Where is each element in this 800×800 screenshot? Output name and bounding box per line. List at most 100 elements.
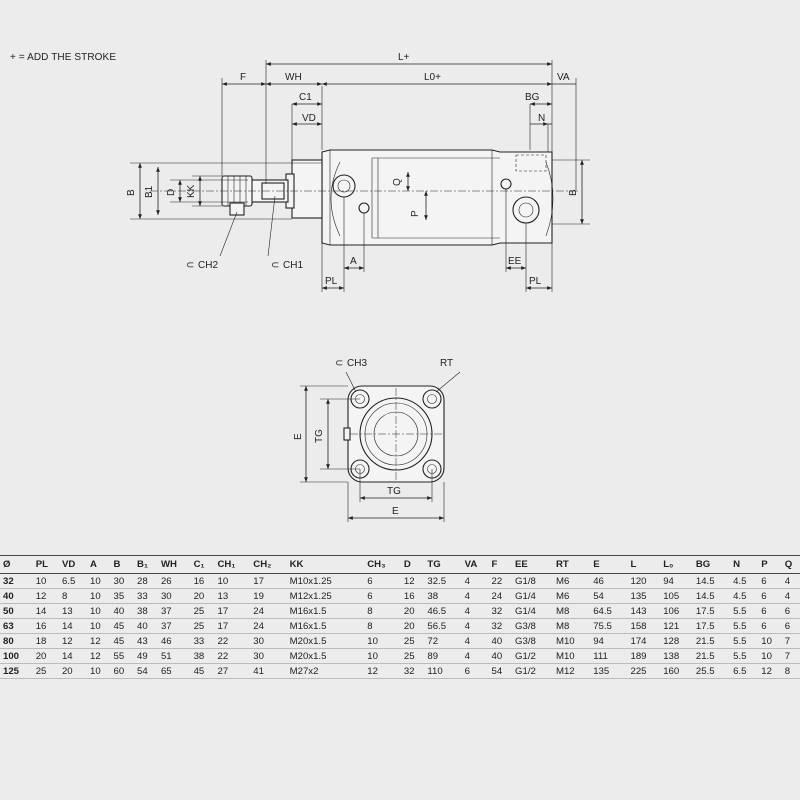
table-cell: 14 — [58, 648, 88, 664]
table-cell: 14.5 — [692, 588, 731, 604]
column-header: N — [730, 555, 759, 574]
table-cell: 12 — [58, 633, 88, 649]
label-TG-left: TG — [314, 429, 325, 443]
table-cell: 128 — [660, 633, 693, 649]
table-cell: 6 — [781, 603, 800, 619]
port-rear — [512, 196, 540, 224]
table-cell: 8 — [58, 588, 88, 604]
table-cell: 4 — [781, 588, 800, 604]
table-cell: M6 — [552, 588, 591, 604]
label-A: A — [350, 256, 357, 267]
table-cell: 46 — [157, 633, 191, 649]
column-header: CH₃ — [364, 555, 401, 574]
table-cell: 14 — [32, 603, 59, 619]
label-Q: Q — [392, 178, 403, 186]
column-header: L₀ — [660, 555, 693, 574]
label-KK: KK — [186, 184, 197, 198]
column-header: Ø — [0, 555, 33, 574]
table-cell: 40 — [488, 633, 513, 649]
table-cell: 27 — [214, 663, 251, 679]
table-cell: 45 — [190, 663, 215, 679]
wrench-icon: ⊂ — [271, 260, 279, 271]
table-cell: 120 — [627, 573, 661, 589]
label-N: N — [538, 113, 545, 124]
table-cell: 41 — [250, 663, 287, 679]
table-cell: 10 — [87, 603, 111, 619]
table-cell: 17 — [214, 603, 251, 619]
table-cell: M12x1.25 — [286, 588, 365, 604]
table-cell: 49 — [134, 648, 158, 664]
table-cell: G1/8 — [512, 573, 553, 589]
table-cell: 10 — [758, 633, 782, 649]
table-cell: 25 — [32, 663, 59, 679]
label-RT: RT — [440, 358, 453, 369]
table-cell: 10 — [364, 633, 401, 649]
column-header: Q — [781, 555, 800, 574]
table-cell: 30 — [250, 633, 287, 649]
column-header: C₁ — [190, 555, 215, 574]
column-header: L — [627, 555, 661, 574]
table-cell: 26 — [157, 573, 191, 589]
table-cell: 10 — [32, 573, 59, 589]
table-cell: 94 — [590, 633, 628, 649]
table-cell: 46 — [590, 573, 628, 589]
label-B1: B1 — [144, 185, 155, 198]
table-cell: 6 — [781, 618, 800, 634]
table-cell: 17 — [214, 618, 251, 634]
table-cell: 135 — [627, 588, 661, 604]
table-cell: 22 — [488, 573, 513, 589]
table-cell: 10 — [214, 573, 251, 589]
label-P: P — [410, 210, 421, 217]
table-cell: 12 — [87, 648, 111, 664]
table-cell: 64.5 — [590, 603, 628, 619]
table-cell: 4 — [461, 618, 489, 634]
table-cell: M8 — [552, 618, 591, 634]
column-header: VA — [461, 555, 489, 574]
table-cell: 138 — [660, 648, 693, 664]
table-cell: 105 — [660, 588, 693, 604]
table-cell: M27x2 — [286, 663, 365, 679]
table-cell: 135 — [590, 663, 628, 679]
cylinder-neck — [291, 159, 323, 219]
column-header: CH₂ — [250, 555, 287, 574]
table-cell: 18 — [32, 633, 59, 649]
table-cell: 6 — [758, 603, 782, 619]
table-cell: 4 — [461, 633, 489, 649]
label-B-left: B — [126, 189, 137, 196]
table-cell: G1/4 — [512, 588, 553, 604]
table-cell: 63 — [0, 618, 33, 634]
table-cell: 5.5 — [730, 648, 759, 664]
table-cell: 37 — [157, 603, 191, 619]
table-cell: 6 — [364, 588, 401, 604]
table-cell: 55 — [110, 648, 135, 664]
table-cell: 5.5 — [730, 618, 759, 634]
table-cell: 22 — [214, 633, 251, 649]
wrench-icon: ⊂ — [186, 260, 194, 271]
table-cell: 32 — [0, 573, 33, 589]
table-cell: 32 — [488, 603, 513, 619]
table-cell: 54 — [590, 588, 628, 604]
table-cell: 45 — [110, 633, 135, 649]
port-front — [332, 174, 356, 198]
column-header: VD — [58, 555, 88, 574]
table-cell: 10 — [364, 648, 401, 664]
table-cell: 32 — [488, 618, 513, 634]
table-cell: G3/8 — [512, 633, 553, 649]
table-cell: 17 — [250, 573, 287, 589]
table-cell: 189 — [627, 648, 661, 664]
table-cell: 100 — [0, 648, 33, 664]
table-cell: 6 — [758, 588, 782, 604]
table-cell: M8 — [552, 603, 591, 619]
table-cell: 6.5 — [58, 573, 88, 589]
column-header: A — [87, 555, 111, 574]
table-cell: 20 — [190, 588, 215, 604]
column-header: CH₁ — [214, 555, 251, 574]
cylinder-body — [321, 149, 553, 246]
column-header: EE — [512, 555, 553, 574]
table-cell: G1/4 — [512, 603, 553, 619]
table-cell: 4 — [461, 603, 489, 619]
